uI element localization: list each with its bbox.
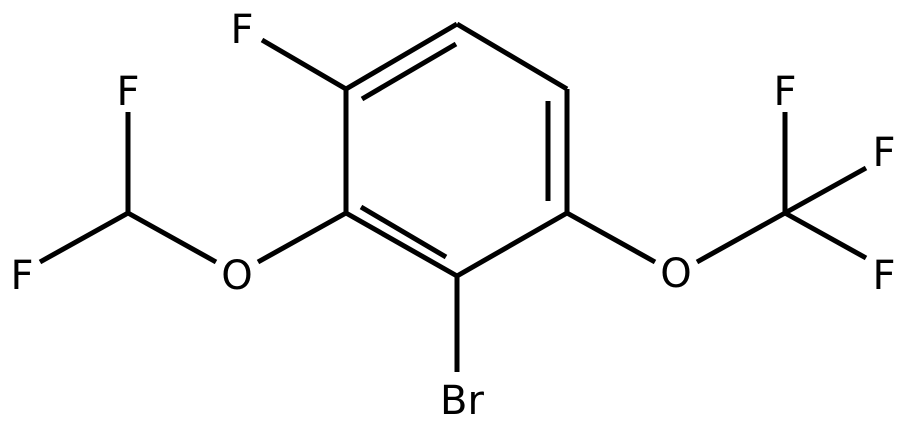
bond-c6-o (256, 210, 348, 265)
ring-double-bond-c5-c6 (359, 204, 448, 260)
bond-chf2-f-left (38, 210, 130, 265)
ring-bond-c1-c2 (344, 21, 459, 92)
ring-bond-c2-c3 (455, 21, 569, 92)
ring-double-bond-c1-c2 (360, 41, 458, 102)
atom-f-cf3-bottom: F (872, 253, 895, 299)
ring-bond-c5-c6 (344, 210, 459, 279)
bond-cf3-f-right (783, 165, 868, 216)
atom-o-right: O (660, 251, 691, 297)
atom-o-left: O (221, 253, 252, 299)
atom-f-cf3-top: F (773, 69, 796, 115)
bond-o-chf2 (126, 210, 218, 265)
atom-f-chf2-left: F (10, 253, 33, 299)
bond-c4-o (565, 210, 657, 265)
atom-f-chf2-top: F (116, 69, 139, 115)
atom-f-cf3-right: F (872, 130, 895, 176)
bond-o-cf3 (695, 210, 787, 265)
ring-bond-c4-c5 (455, 210, 569, 279)
bond-cf3-f-bottom (783, 210, 868, 261)
atom-f-top: F (230, 7, 253, 53)
substituent-bonds (38, 37, 868, 372)
benzene-ring (343, 21, 570, 279)
atom-br: Br (440, 378, 484, 424)
bond-c1-f (260, 37, 348, 92)
atom-labels: F F F O Br O F F F (10, 7, 895, 424)
